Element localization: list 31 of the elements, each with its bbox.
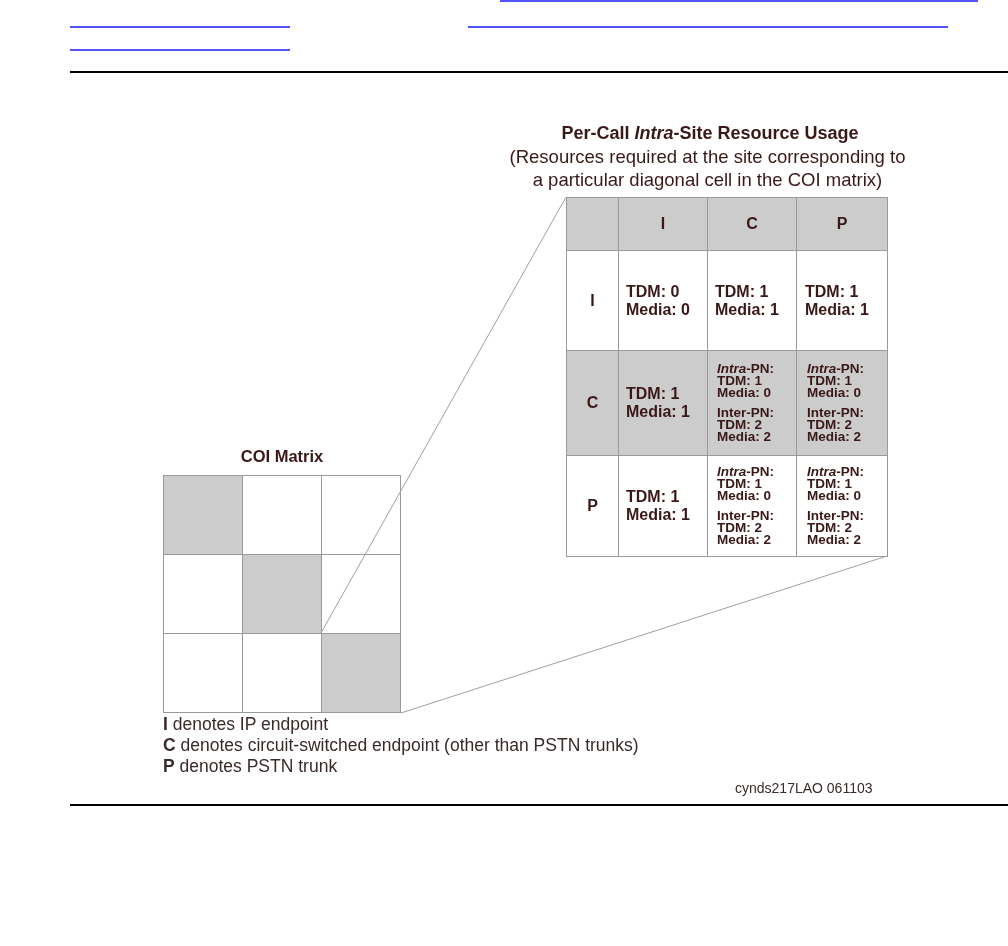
table-header: P [836, 215, 848, 233]
diagonal-matrix-cell [163, 475, 243, 555]
table-header: I [660, 215, 666, 233]
table-header: C [746, 215, 758, 233]
table-title: Per-Call Intra-Site Resource Usage [560, 122, 860, 145]
table-subtitle: (Resources required at the site corresponding to a particular diagonal cell in the COI matrix) [508, 145, 907, 191]
diagonal-matrix-cell [242, 554, 322, 634]
resource-count: TDM: 1 Media: 1 [805, 282, 870, 319]
matrix-title: COI Matrix [239, 447, 325, 466]
resource-count: Inter-PN: TDM: 2 Media: 2 [717, 510, 775, 546]
resource-count: Inter-PN: TDM: 2 Media: 2 [807, 510, 865, 546]
resource-count: Inter-PN: TDM: 2 Media: 2 [717, 407, 775, 443]
table-header: C [586, 394, 599, 412]
projection-line [400, 555, 888, 714]
key-entry: P denotes PSTN trunk [163, 756, 338, 777]
figure-id: cynds217LAO 061103 [735, 780, 873, 796]
resource-count: TDM: 0 Media: 0 [626, 282, 691, 319]
resource-count: Intra-PN: TDM: 1 Media: 0 [807, 363, 865, 399]
diagonal-matrix-cell [321, 633, 401, 713]
table-header: P [587, 497, 598, 515]
resource-count: Inter-PN: TDM: 2 Media: 2 [807, 407, 865, 443]
resource-count: TDM: 1 Media: 1 [715, 282, 780, 319]
key-entry: C denotes circuit-switched endpoint (other than PSTN trunks) [163, 735, 639, 756]
resource-count: Intra-PN: TDM: 1 Media: 0 [717, 466, 775, 502]
resource-count: Intra-PN: TDM: 1 Media: 0 [807, 466, 865, 502]
projection-line [320, 196, 567, 634]
table-header: I [590, 291, 595, 310]
resource-count: Intra-PN: TDM: 1 Media: 0 [717, 363, 775, 399]
resource-count: TDM: 1 Media: 1 [626, 488, 691, 524]
resource-count: TDM: 1 Media: 1 [626, 385, 691, 421]
key-entry: I denotes IP endpoint [163, 714, 329, 735]
